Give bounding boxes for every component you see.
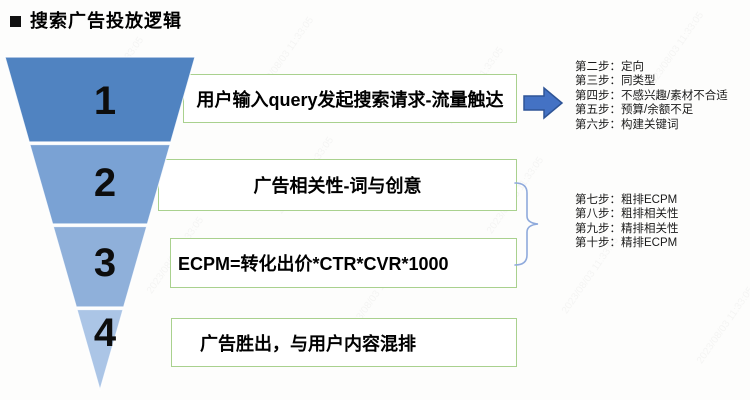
watermark-text: 2023/08/03 11:33:05 — [694, 285, 750, 366]
annotation-steps-7-10: 第七步：粗排ECPM 第八步：粗排相关性 第九步：精排相关性 第十步：精排ECP… — [575, 193, 679, 251]
step-box-1: 用户输入query发起搜索请求-流量触达 — [183, 74, 517, 123]
annotation-line: 第四步：不感兴趣/素材不合适 — [575, 89, 728, 102]
funnel-stage-2 — [29, 143, 171, 225]
annotation-line: 第九步：精排相关性 — [575, 222, 679, 235]
right-arrow-icon — [523, 86, 564, 120]
annotation-line: 第七步：粗排ECPM — [575, 194, 678, 206]
page-title: 搜索广告投放逻辑 — [10, 7, 182, 33]
curly-brace-path — [514, 182, 539, 266]
square-bullet-icon — [10, 15, 21, 27]
funnel-stage-2-number: 2 — [93, 161, 117, 205]
annotation-line: 第六步：构建关键词 — [575, 118, 679, 131]
annotation-line: 第二步：定向 — [575, 61, 644, 73]
step-box-3: ECPM=转化出价*CTR*CVR*1000 — [170, 238, 517, 288]
funnel-stage-4-number: 4 — [93, 311, 117, 355]
annotation-line: 第五步：预算/余额不足 — [575, 104, 694, 117]
funnel-stage-3 — [52, 225, 148, 308]
funnel-stage-4 — [76, 308, 124, 393]
step-box-4: 广告胜出，与用户内容混排 — [171, 318, 517, 367]
curly-brace-icon — [514, 182, 539, 266]
step-box-1-label: 用户输入query发起搜索请求-流量触达 — [196, 89, 504, 110]
step-box-2-label: 广告相关性-词与创意 — [253, 176, 422, 196]
funnel-stage-1 — [4, 56, 196, 143]
funnel-stage-3-number: 3 — [93, 241, 117, 285]
funnel-stage-1-number: 1 — [93, 79, 117, 123]
page-title-text: 搜索广告投放逻辑 — [30, 11, 182, 31]
annotation-line: 第三步：同类型 — [575, 75, 656, 88]
step-box-2: 广告相关性-词与创意 — [158, 159, 517, 211]
funnel-shape — [4, 56, 196, 393]
annotation-steps-2-6: 第二步：定向 第三步：同类型 第四步：不感兴趣/素材不合适 第五步：预算/余额不… — [575, 60, 728, 132]
step-box-3-label: ECPM=转化出价*CTR*CVR*1000 — [178, 254, 449, 274]
annotation-line: 第八步：粗排相关性 — [575, 208, 679, 221]
annotation-line: 第十步：精排ECPM — [575, 237, 678, 250]
step-box-4-label: 广告胜出，与用户内容混排 — [200, 333, 416, 354]
right-arrow-shape — [523, 86, 564, 120]
